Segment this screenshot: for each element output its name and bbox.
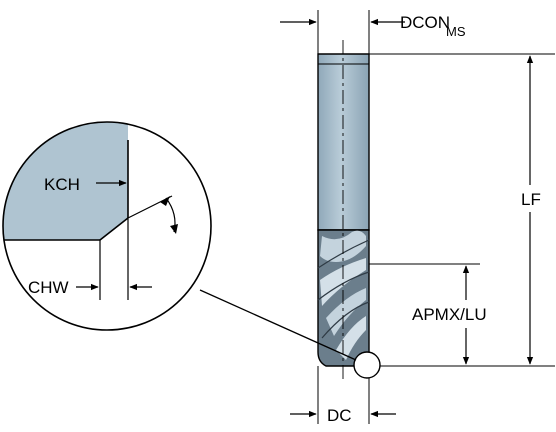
label-dc: DC [327, 406, 352, 425]
label-lf: LF [521, 190, 541, 209]
tool-shank [317, 53, 370, 231]
end-mill-tool [317, 40, 370, 380]
flute-highlight-4 [336, 316, 366, 360]
detail-leader-line [199, 289, 357, 361]
detail-callout [199, 289, 381, 379]
flute-edge-2 [317, 271, 370, 301]
label-dcon-subscript: MS [446, 24, 466, 39]
label-dcon: DCON [400, 13, 450, 32]
dimension-apmx-lu: APMX/LU [412, 265, 487, 365]
dimension-dc: DC [290, 406, 396, 425]
label-chw: CHW [28, 278, 69, 297]
dimension-lf: LF [521, 55, 541, 365]
flute-highlight-2 [320, 258, 366, 306]
chamfer-face [3, 122, 128, 240]
detail-circle-border [2, 121, 212, 331]
angle-arrowhead-bottom [170, 224, 178, 234]
angle-arrowhead-top [160, 196, 170, 206]
flute-edge-3 [321, 301, 370, 339]
chamfer-edge [99, 217, 129, 241]
chamfer-detail-view: KCH CHW [2, 121, 212, 331]
label-apmx-lu: APMX/LU [412, 305, 487, 324]
detail-marker-circle [353, 351, 381, 379]
dimension-dcon-ms: DCON MS [280, 13, 466, 39]
label-kch: KCH [44, 175, 80, 194]
